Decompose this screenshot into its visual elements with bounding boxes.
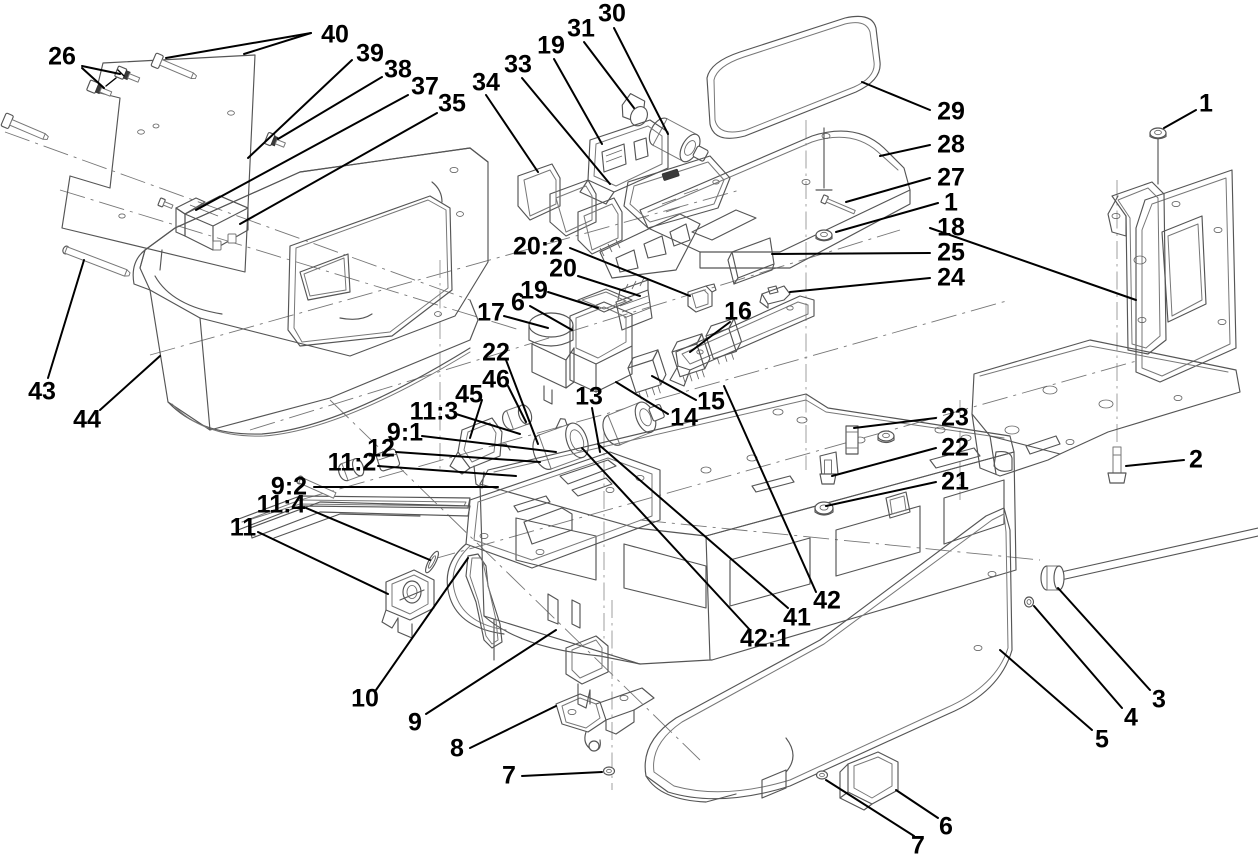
callout-24: 24: [937, 263, 965, 292]
side-panel-shield: [61, 54, 256, 273]
lever-rod: [465, 553, 503, 649]
callout-11-4: 11:4: [256, 490, 306, 519]
callout-42-1: 42:1: [739, 624, 791, 653]
callout-2: 2: [1189, 445, 1203, 474]
seat-cushion: [706, 15, 881, 139]
seat-pan-plate: [599, 130, 911, 279]
callout-11: 11: [229, 513, 257, 542]
callout-13: 13: [575, 382, 603, 411]
right-side-plate: [1107, 127, 1237, 383]
callout-38: 38: [384, 55, 412, 84]
control-panel-frame: [446, 451, 661, 635]
callout-5: 5: [1095, 725, 1109, 754]
callout-10: 10: [351, 684, 379, 713]
callout-9-2: 9:2: [270, 472, 308, 501]
base-plate: [971, 339, 1241, 484]
callout-7: 7: [502, 761, 516, 790]
callout-8: 8: [450, 734, 464, 763]
centerlines: [4, 120, 1141, 790]
callout-39: 39: [356, 39, 384, 68]
callout-9-1: 9:1: [386, 418, 424, 447]
bumper-pad: [727, 237, 775, 285]
callout-15: 15: [697, 387, 725, 416]
boot-seal-45: [449, 417, 511, 489]
callout-6: 6: [511, 288, 525, 317]
callout-11-3: 11:3: [409, 397, 459, 426]
callout-1: 1: [944, 188, 958, 217]
callout-12: 12: [367, 434, 395, 463]
callout-21: 21: [941, 467, 969, 496]
callout-42: 42: [813, 586, 841, 615]
callout-46: 46: [482, 365, 510, 394]
seat-post-nut: [815, 127, 856, 242]
callout-28: 28: [937, 130, 965, 159]
display-panel: [623, 155, 731, 229]
callout-16: 16: [724, 297, 752, 326]
switch-cluster: [627, 317, 742, 400]
callout-18: 18: [937, 213, 965, 242]
callout-19: 19: [537, 31, 565, 60]
bolt-40: [150, 52, 197, 80]
callout-20-2: 20:2: [512, 232, 564, 261]
callout-17: 17: [477, 298, 505, 327]
callout-43: 43: [28, 377, 56, 406]
callout-7: 7: [911, 831, 925, 860]
rocker-switch-bank: [517, 163, 623, 257]
leader-lines: [47, 27, 1197, 837]
long-rod: [62, 245, 131, 277]
callout-14: 14: [670, 403, 698, 432]
hardware-right: [814, 425, 895, 516]
console-housing-left: [132, 147, 489, 437]
callout-35: 35: [438, 89, 466, 118]
callout-23: 23: [941, 403, 969, 432]
callout-19: 19: [520, 276, 548, 305]
callout-22: 22: [482, 338, 510, 367]
washer-46: [502, 404, 533, 431]
toggle-switch: [569, 288, 633, 393]
tail-light: [815, 751, 899, 811]
callout-34: 34: [472, 68, 500, 97]
clip-24: [759, 285, 791, 309]
connector-20-2: [687, 283, 717, 313]
rod-bushing-group: [1023, 527, 1258, 608]
callout-25: 25: [937, 238, 965, 267]
callout-26: 26: [48, 42, 76, 71]
callout-40: 40: [321, 20, 349, 49]
callout-1: 1: [1199, 89, 1213, 118]
callout-30: 30: [598, 0, 626, 28]
callout-31: 31: [567, 14, 595, 43]
callout-41: 41: [783, 603, 811, 632]
console-chassis: [479, 393, 1017, 665]
callout-27: 27: [937, 163, 965, 192]
callout-22: 22: [941, 433, 969, 462]
callout-37: 37: [411, 72, 439, 101]
callout-44: 44: [73, 405, 101, 434]
right-fender: [644, 507, 1013, 803]
pivot-bracket: [555, 635, 655, 776]
bolt-left-long: [0, 112, 49, 140]
callout-3: 3: [1152, 685, 1166, 714]
callout-45: 45: [455, 380, 483, 409]
push-button-switch: [528, 312, 575, 405]
callout-6: 6: [939, 812, 953, 841]
callout-9: 9: [408, 708, 422, 737]
callout-11-2: 11:2: [327, 448, 377, 477]
callout-29: 29: [937, 97, 965, 126]
callout-4: 4: [1124, 703, 1138, 732]
lever-handle: [381, 569, 435, 639]
callout-20: 20: [549, 254, 577, 283]
callout-33: 33: [504, 50, 532, 79]
